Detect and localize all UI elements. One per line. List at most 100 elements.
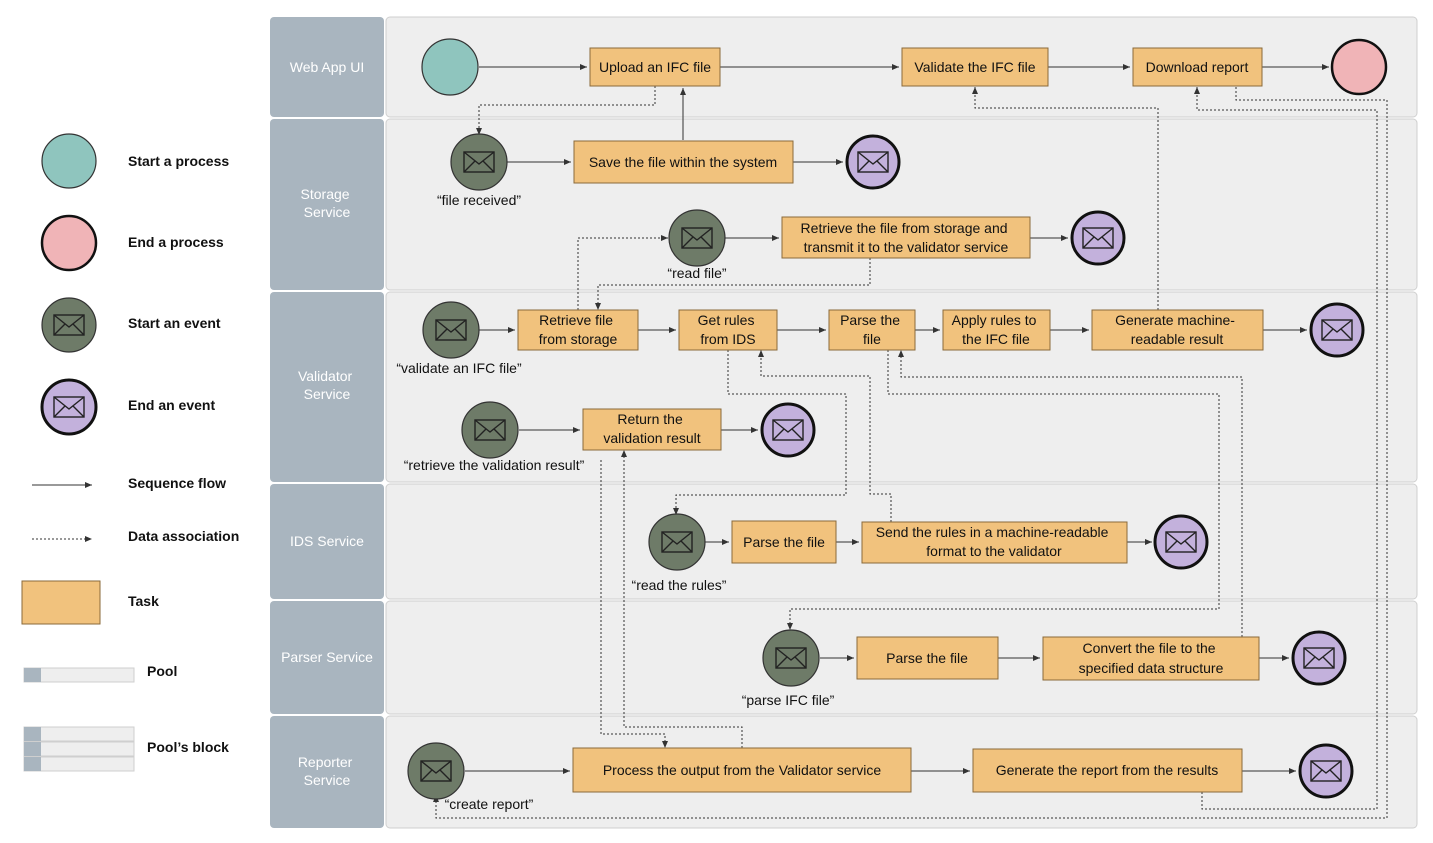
legend-label-pools-block: Pool’s block [147, 739, 229, 755]
task-parse-file-ids: Parse the file [731, 520, 837, 564]
task-label: Upload an IFC file [599, 59, 711, 75]
task-retrieve-file: Retrieve file from storage [517, 309, 639, 351]
end-event [1291, 630, 1347, 686]
data-association [787, 350, 1220, 630]
task-label: Generate the report from the results [996, 762, 1219, 778]
task-label: Parse the file [743, 534, 825, 550]
legend-label-data-association: Data association [128, 528, 239, 544]
process-end [1330, 38, 1388, 96]
task-label: Validate the IFC file [914, 59, 1035, 75]
lane-label-line: Reporter [298, 754, 353, 770]
task-label: Retrieve the file from storage and trans… [801, 220, 1012, 255]
task-label: Parse the file [840, 312, 904, 347]
end-event [1309, 302, 1365, 358]
lane-label-line: Validator [298, 368, 353, 384]
task-label: Apply rules to the IFC file [952, 312, 1041, 347]
data-association [577, 235, 668, 310]
pools-block-legend-symbol [23, 726, 135, 772]
event-label: “file received” [437, 192, 521, 208]
task-convert-file: Convert the file to the specified data s… [1042, 636, 1260, 681]
lane-label-line: Storage [301, 186, 350, 202]
start-event-file-received: “file received” [437, 133, 521, 208]
pool-legend-symbol [23, 667, 135, 683]
task-label: Retrieve file from storage [539, 312, 618, 347]
end-event [1153, 514, 1209, 570]
task-label: Get rules from IDS [698, 312, 759, 347]
lane-header [270, 484, 384, 599]
lane-label: Web App UI [290, 59, 364, 75]
start-event-validate-ifc: “validate an IFC file” [396, 301, 522, 376]
data-association [433, 87, 1388, 819]
task-label: Generate machine- readable result [1115, 312, 1239, 347]
data-association [898, 350, 1243, 637]
start-event-create-report: “create report” [407, 742, 534, 812]
end-event-legend-symbol [40, 378, 98, 436]
legend-label-start-process: Start a process [128, 153, 229, 169]
task-label: Save the file within the system [589, 154, 777, 170]
event-label: “parse IFC file” [742, 692, 835, 708]
lane-label-line: IDS Service [290, 533, 364, 549]
data-association [972, 87, 1159, 310]
lane-label-line: Parser Service [281, 649, 373, 665]
end-event [760, 402, 816, 458]
event-label: “create report” [445, 796, 534, 812]
legend-label-end-process: End a process [128, 234, 224, 250]
lane-label-line: Service [304, 204, 351, 220]
task-label: Send the rules in a machine-readable for… [876, 524, 1113, 559]
legend-label-pool: Pool [147, 663, 177, 679]
task-validate-ifc-file: Validate the IFC file [901, 47, 1049, 87]
lane-label: IDS Service [290, 533, 364, 549]
task-parse-file-validator: Parse the file [828, 309, 916, 351]
data-association [476, 86, 656, 135]
lane-label-line: Service [304, 772, 351, 788]
end-event [1070, 210, 1126, 266]
task-generate-report: Generate the report from the results [972, 748, 1243, 793]
event-label: “read the rules” [632, 577, 727, 593]
start-event-retrieve-validation: “retrieve the validation result” [404, 401, 585, 473]
task-label: Return the validation result [603, 411, 700, 446]
legend-label-start-event: Start an event [128, 315, 221, 331]
lane-label: Storage Service [301, 186, 354, 220]
task-generate-result: Generate machine- readable result [1091, 309, 1264, 351]
sequence-flows [465, 64, 1329, 774]
task-return-result: Return the validation result [582, 408, 722, 451]
event-label: “read file” [667, 265, 726, 281]
task-label: Parse the file [886, 650, 968, 666]
lanes: Web App UI Storage Service Validator Ser… [270, 16, 1418, 829]
task-label: Convert the file to the specified data s… [1079, 640, 1224, 676]
task-label: Download report [1146, 59, 1249, 75]
task-retrieve-from-storage: Retrieve the file from storage and trans… [781, 216, 1031, 259]
lane-label: Validator Service [298, 368, 356, 402]
lane-header [270, 601, 384, 714]
data-association [600, 460, 668, 748]
start-event-read-rules: “read the rules” [632, 513, 727, 593]
lane-label: Reporter Service [298, 754, 356, 788]
lane-header [270, 716, 384, 828]
task-upload-ifc-file: Upload an IFC file [589, 47, 721, 87]
lane-header [270, 17, 384, 117]
end-event [1298, 743, 1354, 799]
task-send-rules: Send the rules in a machine-readable for… [861, 521, 1128, 564]
task-save-file: Save the file within the system [573, 140, 794, 184]
task-download-report: Download report [1132, 47, 1263, 87]
start-event-parse-ifc: “parse IFC file” [742, 629, 835, 708]
task-get-rules: Get rules from IDS [678, 309, 778, 351]
start-process-legend-symbol [41, 133, 97, 189]
legend-label-task: Task [128, 593, 159, 609]
task-apply-rules: Apply rules to the IFC file [942, 309, 1051, 351]
process-start [421, 38, 479, 96]
start-event-legend-symbol [41, 297, 97, 353]
task-process-output: Process the output from the Validator se… [572, 747, 912, 793]
legend: Start a process End a process Start an e… [21, 133, 239, 772]
start-event-read-file: “read file” [667, 209, 727, 281]
task-label: Process the output from the Validator se… [603, 762, 882, 778]
lane-header [270, 119, 384, 290]
event-label: “validate an IFC file” [396, 360, 522, 376]
event-label: “retrieve the validation result” [404, 457, 585, 473]
legend-label-end-event: End an event [128, 397, 215, 413]
end-event [845, 134, 901, 190]
lane-body [385, 118, 1418, 291]
lane-label-line: Web App UI [290, 59, 364, 75]
data-association [621, 450, 743, 748]
